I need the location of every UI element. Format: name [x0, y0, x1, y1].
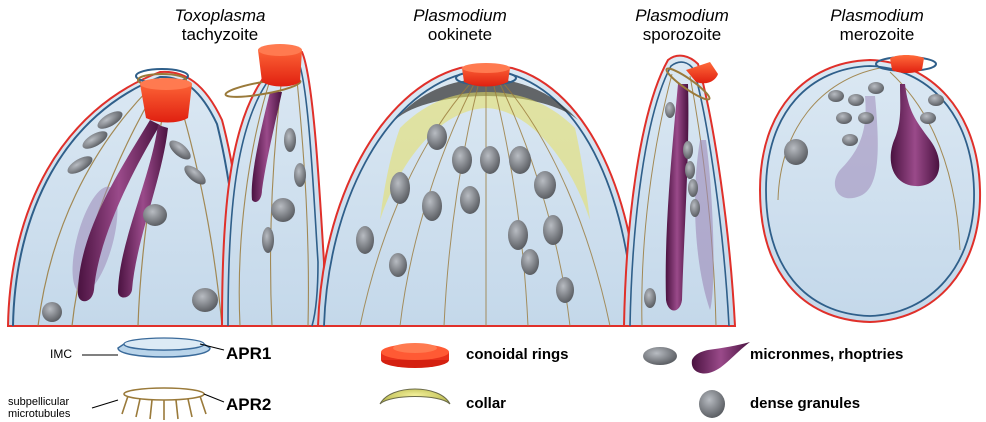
toxoplasma-cell-right — [222, 44, 324, 326]
microneme — [858, 112, 874, 124]
microneme — [685, 161, 695, 179]
merozoite-cell — [760, 55, 980, 322]
apr1-label: APR1 — [226, 344, 271, 364]
microneme — [690, 199, 700, 217]
subpellicular-label-1: subpellicular — [8, 396, 69, 408]
microneme — [665, 102, 675, 118]
microneme — [868, 82, 884, 94]
dense-granule — [42, 302, 62, 322]
legend — [82, 338, 750, 420]
imc-label: IMC — [50, 348, 72, 360]
microneme — [262, 227, 274, 253]
microneme — [920, 112, 936, 124]
ookinete-cell — [318, 63, 640, 326]
dense-granule — [143, 204, 167, 226]
rhoptry-icon — [692, 342, 750, 374]
dense-granules-label: dense granules — [750, 395, 860, 412]
microneme — [848, 94, 864, 106]
dense-granule — [784, 139, 808, 165]
sporozoite-cell — [624, 56, 735, 326]
microneme — [842, 134, 858, 146]
microneme — [688, 179, 698, 197]
apr2-icon — [122, 388, 206, 420]
microneme — [644, 288, 656, 308]
microneme — [928, 94, 944, 106]
collar-label: collar — [466, 395, 506, 412]
microneme — [284, 128, 296, 152]
microneme — [294, 163, 306, 187]
subpellicular-label-2: microtubules — [8, 408, 70, 420]
toxoplasma-cell-left — [8, 69, 248, 326]
conoidal-rings-icon — [381, 343, 449, 368]
conoidal-rings-label: conoidal rings — [466, 346, 569, 363]
microneme — [683, 141, 693, 159]
apr2-label: APR2 — [226, 395, 271, 415]
conoid — [890, 55, 924, 73]
microneme — [828, 90, 844, 102]
dense-granule-icon — [699, 390, 725, 418]
microneme — [836, 112, 852, 124]
collar-icon — [380, 389, 450, 404]
dense-granule — [192, 288, 218, 312]
microneme-icon — [643, 347, 677, 365]
dense-granule — [271, 198, 295, 222]
micronemes-rhoptries-label: micronmes, rhoptries — [750, 346, 903, 363]
